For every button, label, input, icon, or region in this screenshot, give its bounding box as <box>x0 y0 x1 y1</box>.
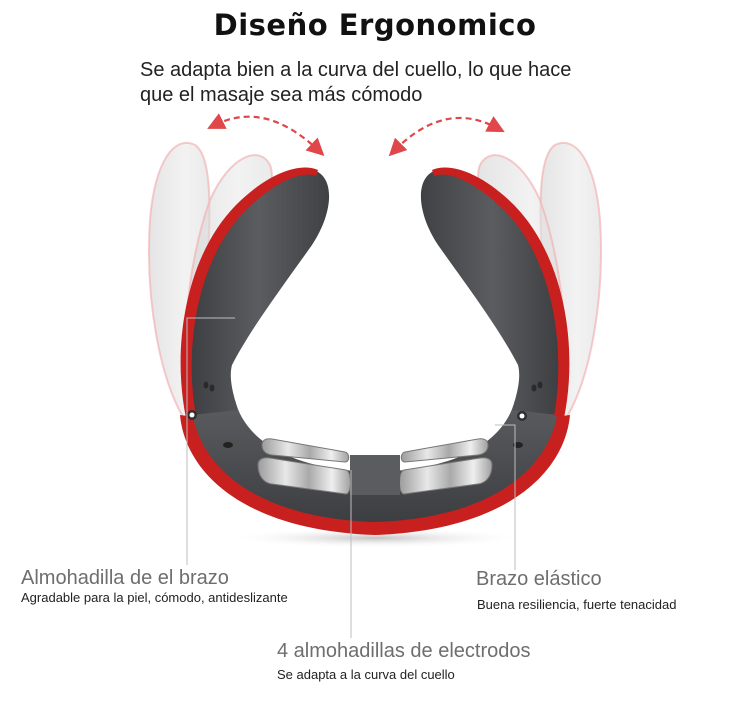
callout-arm-pad-description: Agradable para la piel, cómodo, antidesl… <box>21 590 288 605</box>
right-motion-arrow-icon <box>388 116 505 157</box>
subtitle: Se adapta bien a la curva del cuello, lo… <box>140 58 640 108</box>
callout-elastic-arm-description: Buena resiliencia, fuerte tenacidad <box>477 597 677 612</box>
right-arm <box>420 170 564 415</box>
callout-electrodes-title: 4 almohadillas de electrodos <box>277 640 531 662</box>
callout-elastic-arm-title: Brazo elástico <box>476 568 602 590</box>
page-title: Diseño Ergonomico <box>213 8 537 42</box>
callout-lines <box>186 317 516 638</box>
callout-arm-pad-title: Almohadilla de el brazo <box>21 567 229 589</box>
left-motion-arrow-icon <box>207 113 325 157</box>
callout-electrodes-description: Se adapta a la curva del cuello <box>277 667 455 682</box>
electrode-pads <box>257 438 493 495</box>
band-body <box>192 400 558 522</box>
left-arm <box>186 170 330 415</box>
subtitle-line-2: que el masaje sea más cómodo <box>140 84 423 106</box>
subtitle-line-1: Se adapta bien a la curva del cuello, lo… <box>140 59 572 81</box>
band-red-trim <box>180 415 570 535</box>
floor-shadow <box>225 528 525 548</box>
